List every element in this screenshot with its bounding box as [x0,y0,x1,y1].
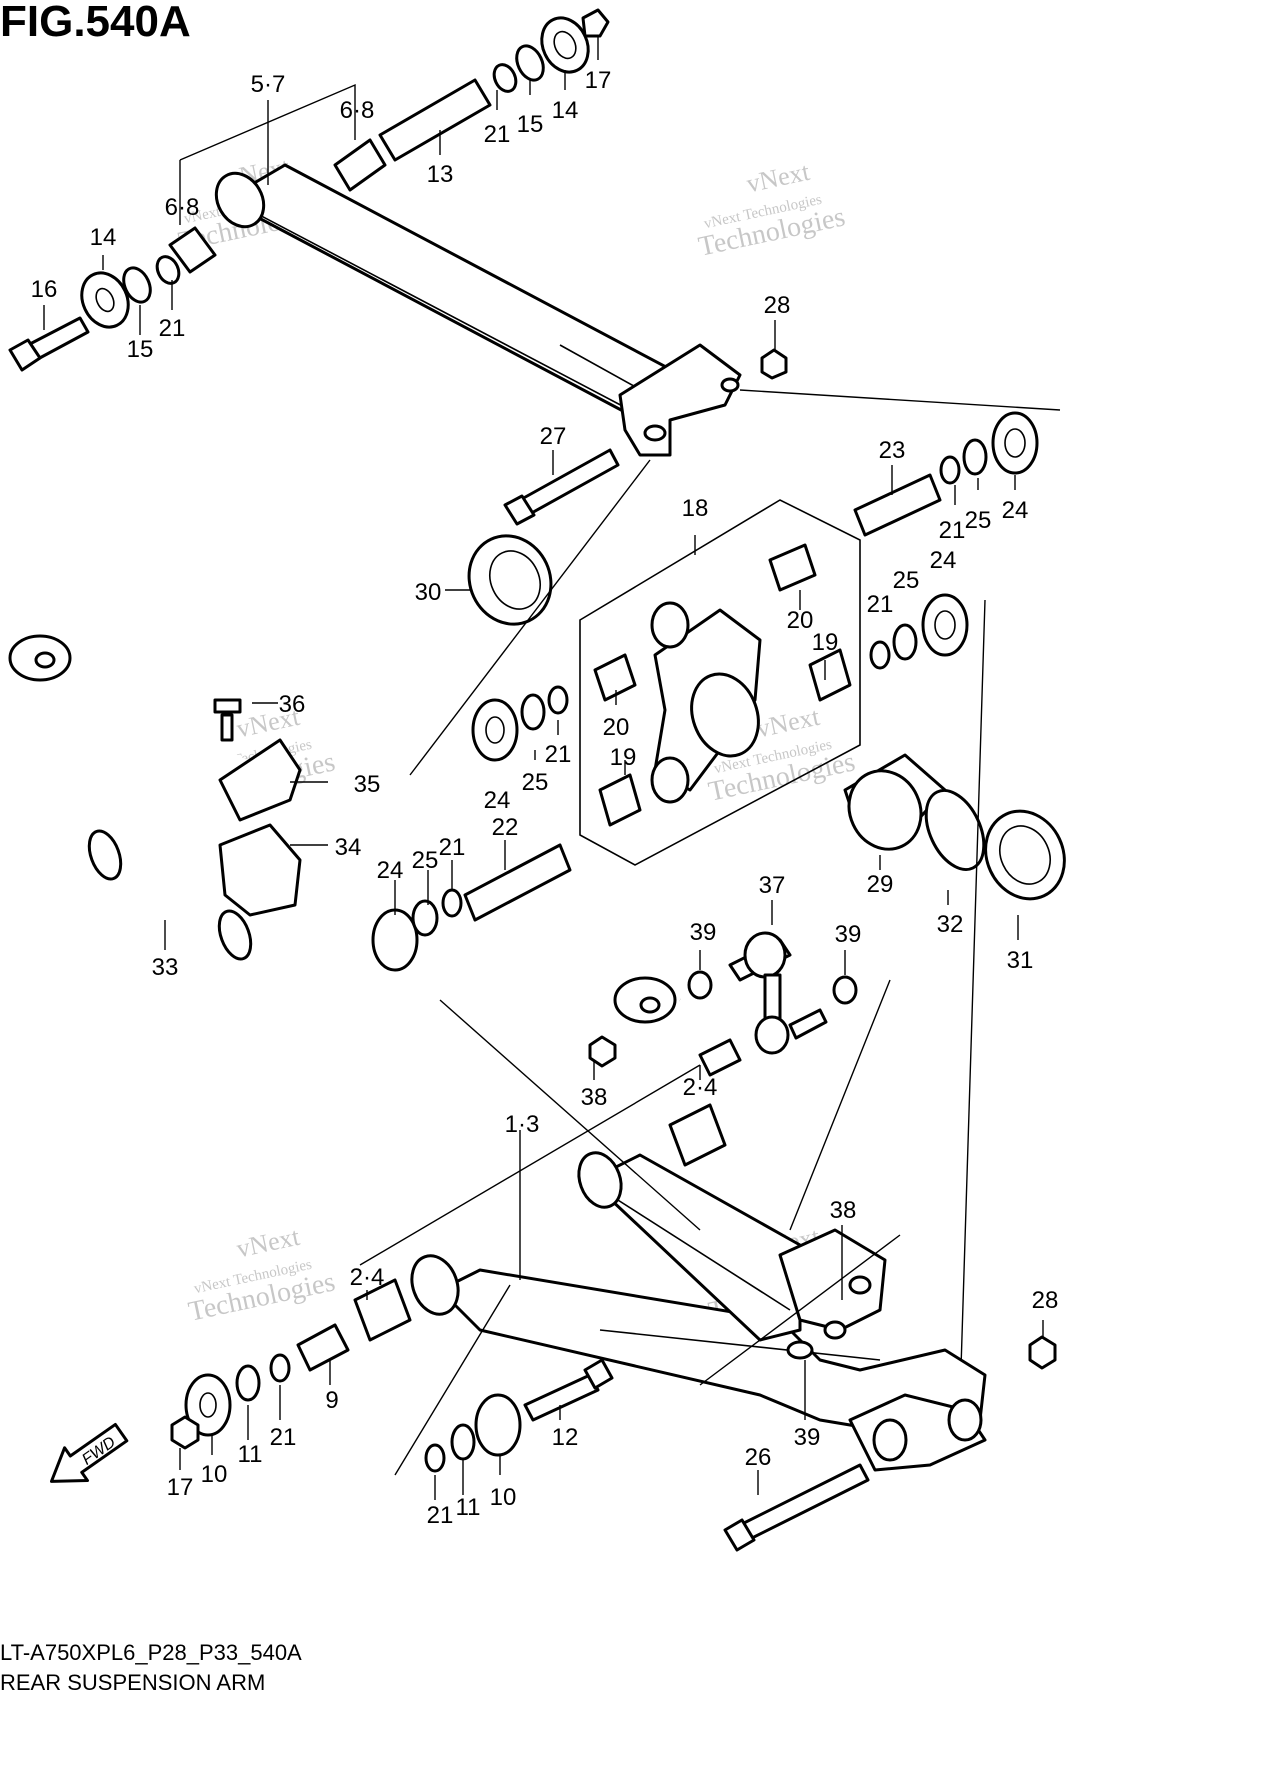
callout-label: 29 [867,871,894,898]
figure-name: REAR SUSPENSION ARM [0,1670,265,1695]
knuckle-assembly [409,389,1066,1401]
callout-label: 17 [167,1474,194,1501]
stabilizer-link [588,931,858,1068]
callout-label: 19 [610,744,637,771]
callout-label: 38 [830,1197,857,1224]
callout-label: 36 [279,691,306,718]
callout-label: 21 [270,1424,297,1451]
stabilizer-bar [8,618,687,1040]
callout-label: 21 [867,591,894,618]
callout-label: 6·8 [340,97,375,124]
watermark-line: vNext [234,1222,303,1264]
watermark-line: vNext [744,157,813,199]
callout-label: 17 [585,67,612,94]
callout-label: 34 [335,834,362,861]
callout-label: 9 [325,1387,338,1414]
callout-label: 28 [764,292,791,319]
callout-label: 19 [812,629,839,656]
callout-label: 39 [835,921,862,948]
callout-label: 11 [456,1494,481,1521]
callout-label: 28 [1032,1287,1059,1314]
callout-label: 11 [238,1441,263,1468]
callout-label: 21 [427,1502,454,1529]
watermark-line: vNext [754,702,823,744]
callout-label: 25 [522,769,549,796]
callout-label: 14 [90,224,117,251]
callout-label: 33 [152,954,179,981]
callout-label: 38 [581,1084,608,1111]
callout-label: 2·4 [350,1264,385,1291]
callout-label: 25 [412,847,439,874]
callout-label: 5·7 [251,71,286,98]
leader-lines [43,35,1044,1500]
callout-label: 13 [427,161,454,188]
callout-label: 37 [759,872,786,899]
watermark: vNext vNext Technologies Technologies [696,157,848,263]
callout-label: 25 [893,567,920,594]
fwd-arrow-icon: FWD [49,1422,129,1483]
callout-label: 20 [603,714,630,741]
callout-label: 15 [127,336,154,363]
callout-label: 1·3 [505,1111,540,1138]
callout-label: 15 [517,111,544,138]
callout-label: 39 [690,919,717,946]
callout-label: 31 [1007,947,1034,974]
figure-title: FIG.540A [0,0,191,46]
watermark: vNext vNext Technologies Technologies [186,1222,338,1328]
callout-label: 21 [939,517,966,544]
lower-arm-assembly [170,979,1057,1552]
callout-label: 39 [794,1424,821,1451]
callout-label: 32 [937,911,964,938]
callout-label: 22 [492,814,519,841]
callout-label: 24 [1002,497,1029,524]
callout-label: 35 [354,771,381,798]
callout-label: 14 [552,97,579,124]
callout-label: 24 [484,787,511,814]
callout-label: 16 [31,276,58,303]
callout-label: 12 [552,1424,579,1451]
callouts: 5·7 6·8 13 21 15 14 17 6·8 14 16 15 21 2… [31,67,1059,1529]
callout-label: 2·4 [683,1074,718,1101]
upper-arm-assembly [8,8,788,526]
callout-label: 27 [540,423,567,450]
callout-label: 24 [377,857,404,884]
callout-label: 10 [490,1484,517,1511]
callout-label: 24 [930,547,957,574]
callout-label: 20 [787,607,814,634]
callout-label: 26 [745,1444,772,1471]
callout-label: 25 [965,507,992,534]
callout-label: 30 [415,579,442,606]
callout-label: 10 [201,1461,228,1488]
callout-label: 21 [484,121,511,148]
callout-label: 21 [545,741,572,768]
callout-label: 23 [879,437,906,464]
callout-label: 6·8 [165,194,200,221]
callout-label: 21 [439,834,466,861]
callout-label: 18 [682,495,709,522]
figure-code: LT-A750XPL6_P28_P33_540A [0,1640,302,1665]
callout-label: 21 [159,315,186,342]
